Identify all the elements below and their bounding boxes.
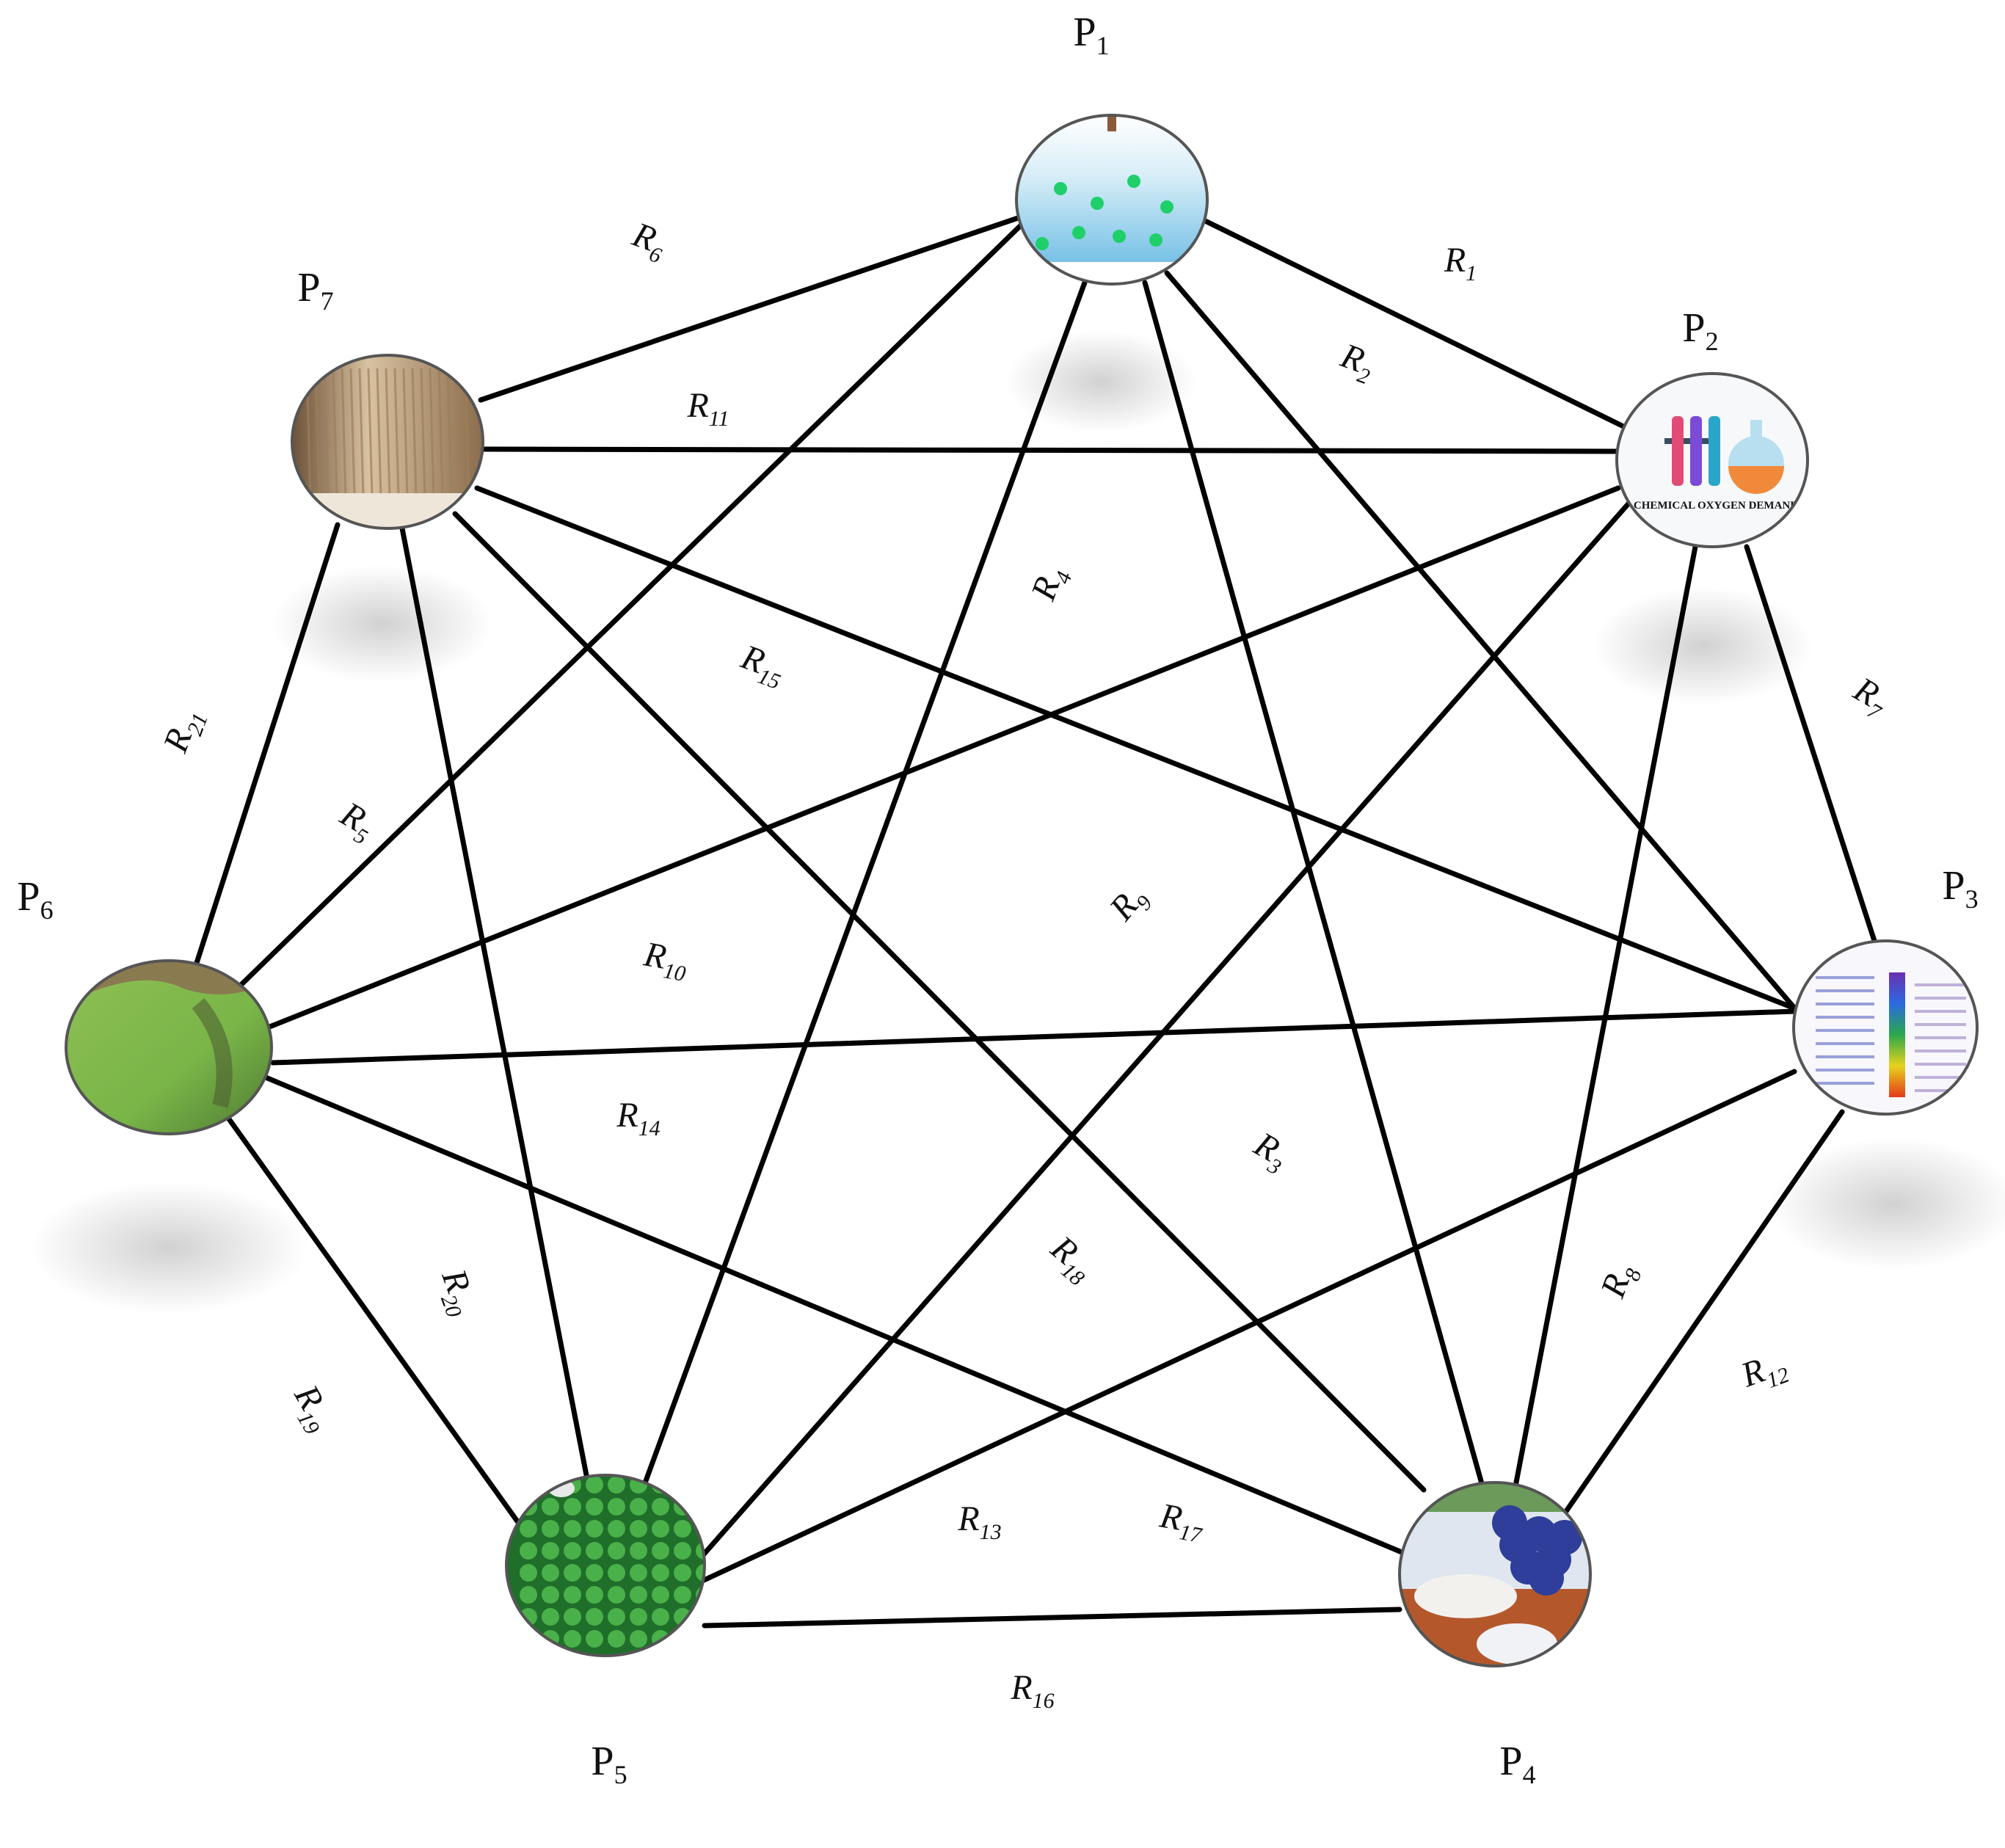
edge-label-r4: R4 xyxy=(1024,561,1077,608)
node-label-subscript: 3 xyxy=(1965,884,1979,914)
edge-label-r15: R15 xyxy=(734,637,791,694)
edge-label-subscript: 16 xyxy=(1033,1689,1055,1713)
node-ring xyxy=(1398,1481,1592,1667)
node-label-p3: P3 xyxy=(1942,863,1978,914)
node-p4-blue-grapes-and-salt-image xyxy=(1398,1481,1592,1667)
chemical-oxygen-demand-caption: CHEMICAL OXYGEN DEMAND xyxy=(1634,500,1798,512)
node-label-box xyxy=(1424,1721,1607,1802)
node-p1-water-column-with-particles-image xyxy=(1015,114,1209,285)
edge-label-r19: R19 xyxy=(281,1378,342,1438)
edge-label-r18: R18 xyxy=(1039,1228,1102,1291)
node-label-base: P xyxy=(1499,1739,1522,1784)
edge-label-r20: R20 xyxy=(429,1264,486,1321)
edge-p3-p4 xyxy=(1560,1109,1845,1518)
edge-p2-p3 xyxy=(1744,544,1878,946)
edges-layer xyxy=(194,214,1878,1629)
node-label-p6: P6 xyxy=(17,874,53,925)
node-label-base: P xyxy=(17,874,40,920)
edge-label-base: R xyxy=(1010,1668,1032,1707)
edge-p6-p7 xyxy=(194,522,341,966)
edge-label-subscript: 12 xyxy=(1764,1363,1792,1393)
edge-p1-p4 xyxy=(1142,280,1485,1489)
node-p6-green-algae-pond-image xyxy=(65,959,273,1135)
node-label-base: P xyxy=(1942,863,1965,909)
node-ring xyxy=(65,959,273,1135)
edge-label-base: R xyxy=(1444,241,1466,280)
edge-label-subscript: 17 xyxy=(1177,1520,1204,1548)
node-label-p1: P1 xyxy=(1073,10,1109,60)
edge-label-r21: R21 xyxy=(156,703,213,760)
edge-label-r1: R1 xyxy=(1444,241,1477,285)
edge-p2-p6 xyxy=(261,485,1621,1032)
edge-label-subscript: 14 xyxy=(638,1116,661,1141)
node-label-subscript: 6 xyxy=(40,895,54,925)
edge-label-base: R xyxy=(686,386,708,425)
edge-label-r14: R14 xyxy=(616,1096,660,1141)
edge-label-subscript: 10 xyxy=(661,958,687,986)
node-label-subscript: 5 xyxy=(614,1760,627,1789)
edge-p2-p5 xyxy=(683,500,1632,1577)
node-label-box xyxy=(517,1721,708,1802)
node-label-base: P xyxy=(297,265,320,310)
edge-p3-p5 xyxy=(698,1069,1797,1585)
node-p5-green-algae-bubbles-image xyxy=(505,1474,706,1657)
edge-p4-p5 xyxy=(702,1607,1402,1629)
edge-p5-p7 xyxy=(399,525,590,1482)
edge-label-subscript: 1 xyxy=(1466,261,1477,285)
node-p3-color-scale-chart-image xyxy=(1792,939,1979,1116)
edge-label-r6: R6 xyxy=(625,215,672,269)
node-label-subscript: 4 xyxy=(1523,1760,1536,1789)
node-ring xyxy=(1792,939,1979,1116)
edge-label-r2: R2 xyxy=(1333,336,1380,390)
node-label-p2: P2 xyxy=(1682,305,1718,356)
edge-label-r8: R8 xyxy=(1593,1259,1647,1305)
edge-p1-p5 xyxy=(636,280,1088,1504)
edge-p5-p6 xyxy=(221,1109,520,1524)
node-ring xyxy=(291,354,484,530)
node-ring xyxy=(505,1474,706,1657)
edge-p1-p7 xyxy=(478,214,1025,403)
node-label-subscript: 7 xyxy=(321,286,334,316)
node-label-base: P xyxy=(591,1739,614,1784)
edge-label-r16: R16 xyxy=(1010,1668,1054,1713)
edge-label-r5: R5 xyxy=(330,794,382,849)
edge-labels-layer: R1R2R3R4R5R6R7R8R9R10R11R12R13R14R15R16R… xyxy=(156,215,1896,1713)
edge-label-r11: R11 xyxy=(686,386,729,431)
node-p7-dry-reeds-wetland-image xyxy=(291,354,484,530)
edge-p2-p7 xyxy=(480,446,1620,454)
node-label-subscript: 1 xyxy=(1096,31,1110,60)
node-ring xyxy=(1615,372,1809,548)
edge-p4-p7 xyxy=(452,511,1427,1493)
edge-label-r17: R17 xyxy=(1156,1496,1209,1548)
edge-p1-p2 xyxy=(1193,214,1625,429)
edge-label-r12: R12 xyxy=(1736,1343,1793,1400)
edge-label-base: R xyxy=(616,1096,638,1135)
background-shadows xyxy=(29,330,2005,1314)
node-label-base: P xyxy=(1073,10,1096,55)
edge-label-subscript: 11 xyxy=(709,407,729,431)
edge-p1-p6 xyxy=(228,221,1025,997)
node-label-p4: P4 xyxy=(1499,1739,1535,1789)
edge-label-r3: R3 xyxy=(1244,1124,1295,1179)
node-p2-chemical-oxygen-demand-lab-glassware-image: CHEMICAL OXYGEN DEMAND xyxy=(1615,372,1809,548)
edge-label-subscript: 13 xyxy=(980,1520,1002,1544)
edge-p3-p7 xyxy=(474,485,1800,1012)
edge-label-r13: R13 xyxy=(957,1499,1001,1544)
edge-label-r9: R9 xyxy=(1102,878,1157,932)
edge-p3-p6 xyxy=(270,1008,1797,1066)
node-label-subscript: 2 xyxy=(1706,327,1719,356)
node-label-p5: P5 xyxy=(591,1739,627,1789)
edge-label-r7: R7 xyxy=(1844,669,1896,725)
edge-p4-p6 xyxy=(258,1072,1405,1555)
edge-p1-p3 xyxy=(1164,270,1805,1019)
node-ring xyxy=(1015,114,1209,285)
edge-label-subscript: 20 xyxy=(436,1292,466,1320)
node-label-p7: P7 xyxy=(297,265,333,316)
edge-label-base: R xyxy=(957,1499,979,1538)
edge-label-r10: R10 xyxy=(640,934,691,986)
node-label-base: P xyxy=(1682,305,1705,351)
